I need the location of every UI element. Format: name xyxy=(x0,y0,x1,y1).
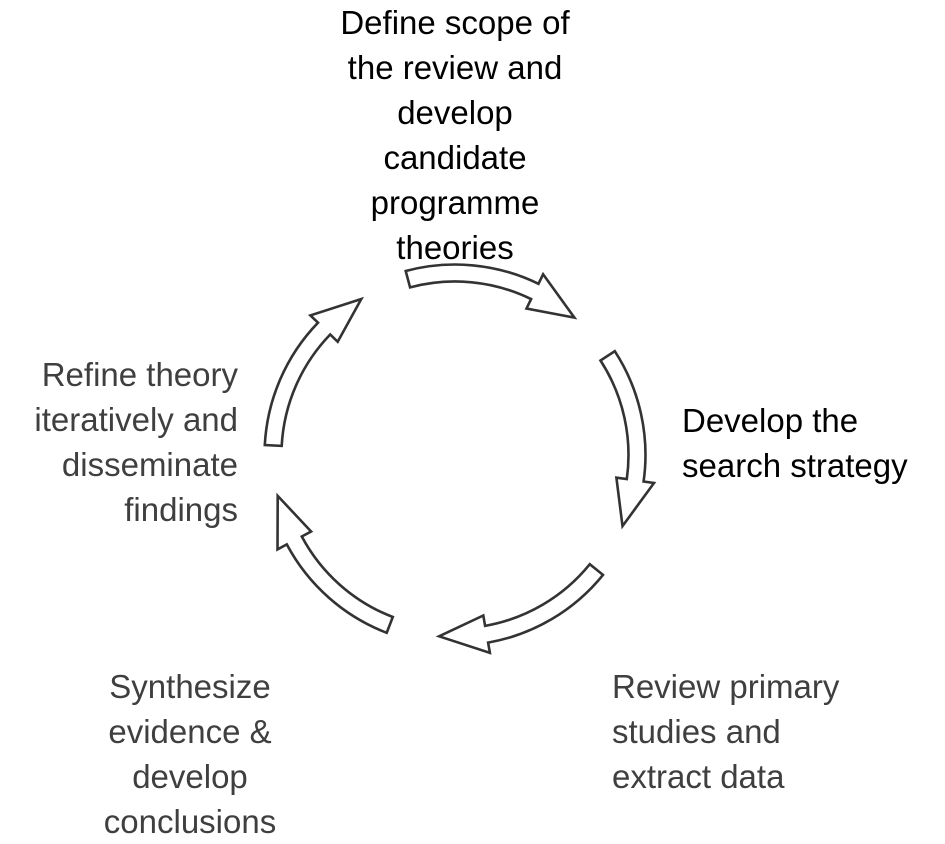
step-review-primary-studies: Review primary studies and extract data xyxy=(612,668,840,795)
step-define-scope: Define scope of the review and develop c… xyxy=(340,4,570,266)
arrow-refine-to-scope xyxy=(263,296,365,448)
step-refine-theory: Refine theory iteratively and disseminat… xyxy=(34,356,238,528)
arrow-scope-to-search xyxy=(404,263,578,320)
arrow-review-to-synthesis xyxy=(435,562,605,655)
arrow-search-to-review xyxy=(598,349,657,530)
step-develop-search-strategy: Develop the search strategy xyxy=(682,402,908,484)
arrow-synthesis-to-refine xyxy=(276,492,395,635)
step-synthesize-evidence: Synthesize evidence & develop conclusion… xyxy=(103,668,277,840)
